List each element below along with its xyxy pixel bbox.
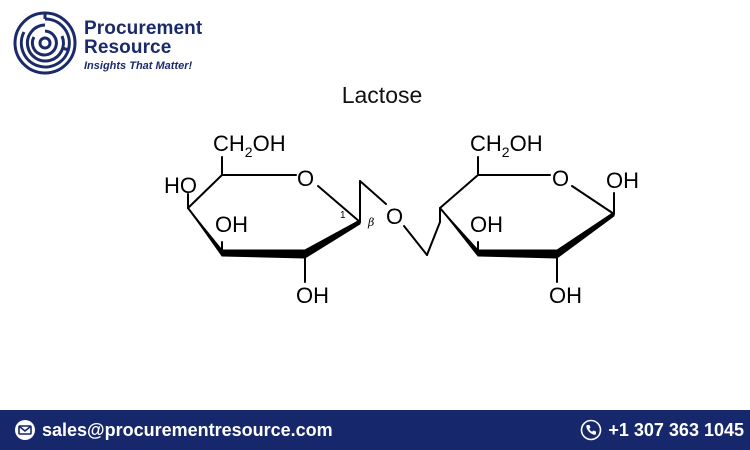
wedge-bond bbox=[304, 219, 361, 259]
maze-circle-logo-icon bbox=[13, 11, 77, 75]
wedge-bond bbox=[477, 249, 558, 259]
bond bbox=[439, 174, 479, 209]
email-link[interactable]: sales@procurementresource.com bbox=[42, 420, 333, 440]
phone-icon bbox=[581, 419, 602, 441]
left-ring-oxygen: O bbox=[297, 166, 314, 191]
bond bbox=[187, 174, 223, 209]
contact-footer: sales@procurementresource.com +1 307 363… bbox=[0, 410, 750, 450]
right-ch2oh-label: CH2OH bbox=[470, 131, 543, 160]
right-ring-oxygen: O bbox=[552, 166, 569, 191]
right-c1-hydroxyl: OH bbox=[606, 168, 639, 193]
bond bbox=[317, 185, 361, 223]
right-c2-hydroxyl: OH bbox=[549, 283, 582, 308]
left-c2-hydroxyl: OH bbox=[296, 283, 329, 308]
envelope-icon bbox=[15, 420, 35, 440]
email-contact[interactable]: sales@procurementresource.com bbox=[14, 418, 333, 442]
brand-name-line2: Resource bbox=[84, 37, 172, 58]
glycosidic-oxygen: O bbox=[386, 204, 403, 229]
left-c3-hydroxyl: OH bbox=[215, 212, 248, 237]
wedge-bond bbox=[556, 211, 615, 259]
bond bbox=[359, 180, 387, 205]
brand-name-line1: Procurement bbox=[84, 18, 203, 39]
phone-number[interactable]: +1 307 363 1045 bbox=[608, 420, 744, 440]
phone-contact[interactable]: +1 307 363 1045 bbox=[580, 418, 744, 442]
left-c4-hydroxyl: HO bbox=[164, 173, 197, 198]
wedge-bond bbox=[221, 249, 306, 259]
bond bbox=[426, 221, 441, 256]
carbon-number-label: 1 bbox=[340, 210, 346, 221]
beta-label: β bbox=[367, 216, 374, 229]
bond bbox=[571, 185, 615, 215]
brand-tagline: Insights That Matter! bbox=[84, 60, 193, 72]
diagram-title: Lactose bbox=[341, 82, 423, 108]
left-ch2oh-label: CH2OH bbox=[213, 131, 286, 160]
bond bbox=[403, 225, 428, 256]
right-c3-hydroxyl: OH bbox=[470, 212, 503, 237]
brand-logo[interactable]: Procurement Resource Insights That Matte… bbox=[12, 10, 272, 80]
